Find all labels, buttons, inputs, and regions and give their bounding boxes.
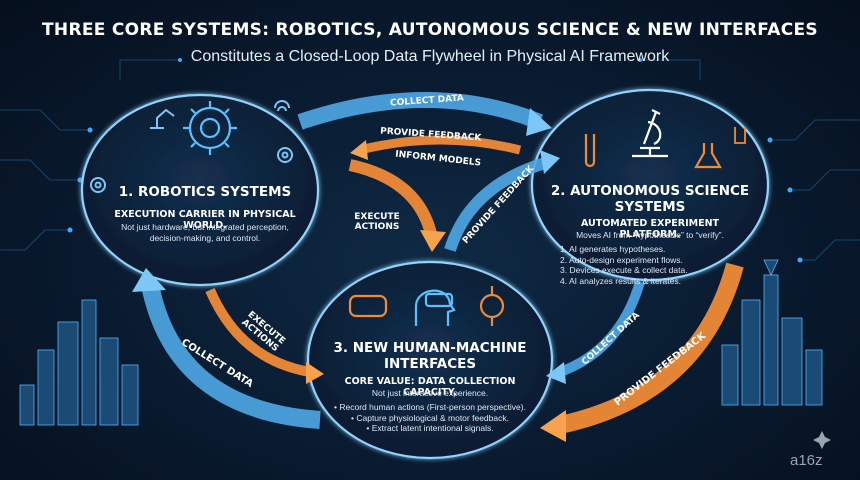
head-visor-icon	[414, 289, 456, 326]
robotics-circle	[80, 93, 320, 287]
interfaces-headline: CORE VALUE: DATA COLLECTION CAPACITY.	[344, 376, 516, 398]
city-skyline-icon	[721, 259, 823, 406]
logo-star-icon	[813, 431, 831, 449]
vr-headset-icon	[348, 294, 388, 318]
beaker-icon	[734, 127, 746, 144]
interfaces-title: 3. NEW HUMAN-MACHINE INTERFACES	[333, 340, 527, 372]
robotics-headline: EXECUTION CARRIER IN PHYSICAL WORLD.	[114, 209, 296, 231]
arrow-feedback-center	[444, 150, 560, 252]
page-title: THREE CORE SYSTEMS: ROBOTICS, AUTONOMOUS…	[42, 20, 818, 40]
arrow-execute-left	[205, 288, 324, 384]
arrow-collect-data-right	[546, 280, 645, 384]
flask-icon	[694, 143, 722, 169]
microscope-icon	[632, 109, 668, 158]
science-step: 4. AI analyzes results & iterates.	[560, 275, 681, 286]
arrow-feedback-right	[540, 262, 744, 442]
flow-label-execute-center: EXECUTE ACTIONS	[354, 212, 400, 232]
science-circle	[530, 88, 770, 282]
smartwatch-icon	[479, 286, 505, 326]
arrow-execute-center	[348, 159, 446, 252]
science-step: 1. AI generates hypotheses.	[560, 244, 666, 254]
wifi-sensor-icon	[274, 100, 290, 112]
arrow-collect-data-top	[297, 92, 552, 136]
gear-chip-icon	[183, 101, 237, 155]
science-step: 3. Devices execute & collect data.	[560, 265, 688, 275]
robot-arm-icon	[150, 108, 175, 129]
interfaces-description: Not just interactive experience.	[371, 388, 489, 398]
a16z-logo: a16z	[790, 452, 823, 469]
interfaces-bullets: • Record human actions (First-person per…	[320, 402, 540, 434]
test-tube-icon	[584, 134, 596, 168]
camera-icon	[277, 147, 293, 163]
science-step: 2. Auto-design experiment flows.	[560, 254, 683, 265]
science-title: 2. AUTONOMOUS SCIENCE SYSTEMS	[550, 183, 750, 215]
interfaces-bullet: • Extract latent intentional signals.	[366, 423, 494, 433]
interfaces-bullet: • Record human actions (First-person per…	[334, 402, 526, 412]
circuit-traces	[0, 59, 860, 261]
page-subtitle: Constitutes a Closed-Loop Data Flywheel …	[190, 48, 670, 65]
settings-icon	[90, 177, 106, 193]
city-skyline-icon	[19, 299, 139, 426]
arrow-provide-feedback-top	[350, 135, 522, 160]
circuit-nodes	[67, 58, 803, 263]
science-steps: 1. AI generates hypotheses. 2. Auto-desi…	[560, 244, 740, 286]
arrow-collect-data-left	[132, 268, 321, 429]
interfaces-circle	[306, 260, 554, 460]
robotics-description: Not just hardware, but integrated percep…	[121, 222, 289, 243]
robotics-title: 1. ROBOTICS SYSTEMS	[118, 184, 292, 200]
science-headline: AUTOMATED EXPERIMENT PLATFORM.	[580, 218, 720, 240]
interfaces-bullet: • Capture physiological & motor feedback…	[351, 412, 509, 423]
science-description: Moves AI from “hypothesize” to “verify”.	[576, 230, 724, 240]
